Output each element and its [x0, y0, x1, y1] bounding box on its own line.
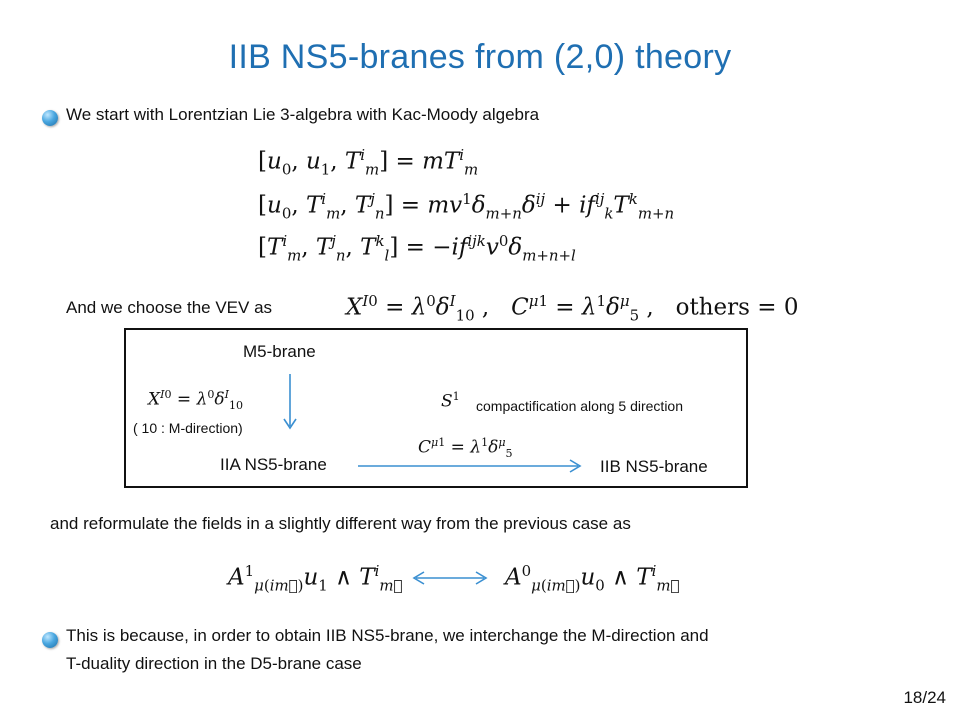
field-a0-expression: A0μ(im⃗)u0 ∧ Tim⃗ [505, 562, 680, 595]
equation-1: [u0, u1, Tim] = mTim [258, 146, 479, 179]
slide-title: IIB NS5-branes from (2,0) theory [228, 38, 732, 76]
s1-compactification-note: compactification along 5 direction [476, 398, 684, 414]
arrow-down-icon [283, 374, 297, 430]
equation-2: [u0, Tim, Tjn] = mv1δm+nδij + ifijkTkm+n [258, 190, 675, 223]
c-vev-equation: Cμ1 = λ1δμ5 [418, 436, 513, 461]
bullet-1-text: We start with Lorentzian Lie 3-algebra w… [66, 105, 540, 124]
bullet-2-line-2: T-duality direction in the D5-brane case [66, 654, 362, 673]
vev-equation: XI0 = λ0δI10 , Cμ1 = λ1δμ5 , others = 0 [346, 292, 799, 325]
double-headed-arrow-icon [412, 571, 488, 585]
reformulate-text: and reformulate the fields in a slightly… [50, 514, 631, 533]
field-a1-expression: A1μ(im⃗)u1 ∧ Tim⃗ [228, 562, 403, 595]
equation-3: [Tim, Tjn, Tkl] = −ifijkv0δm+n+l [258, 232, 576, 265]
iia-ns5-brane-label: IIA NS5-brane [220, 455, 327, 474]
m-direction-note: ( 10 : M-direction) [133, 420, 243, 436]
bullet-icon [42, 632, 58, 648]
bullet-icon [42, 110, 58, 126]
arrow-right-icon [358, 459, 582, 473]
brane-diagram-box [124, 328, 748, 488]
m5-brane-label: M5-brane [243, 342, 316, 361]
vev-intro-text: And we choose the VEV as [66, 298, 273, 317]
s1-symbol: S1 [441, 390, 460, 412]
x-vev-equation: XI0 = λ0δI10 [148, 388, 244, 413]
bullet-2-line-1: This is because, in order to obtain IIB … [66, 626, 709, 645]
slide-number: 18/24 [903, 688, 946, 707]
iib-ns5-brane-label: IIB NS5-brane [600, 457, 708, 476]
